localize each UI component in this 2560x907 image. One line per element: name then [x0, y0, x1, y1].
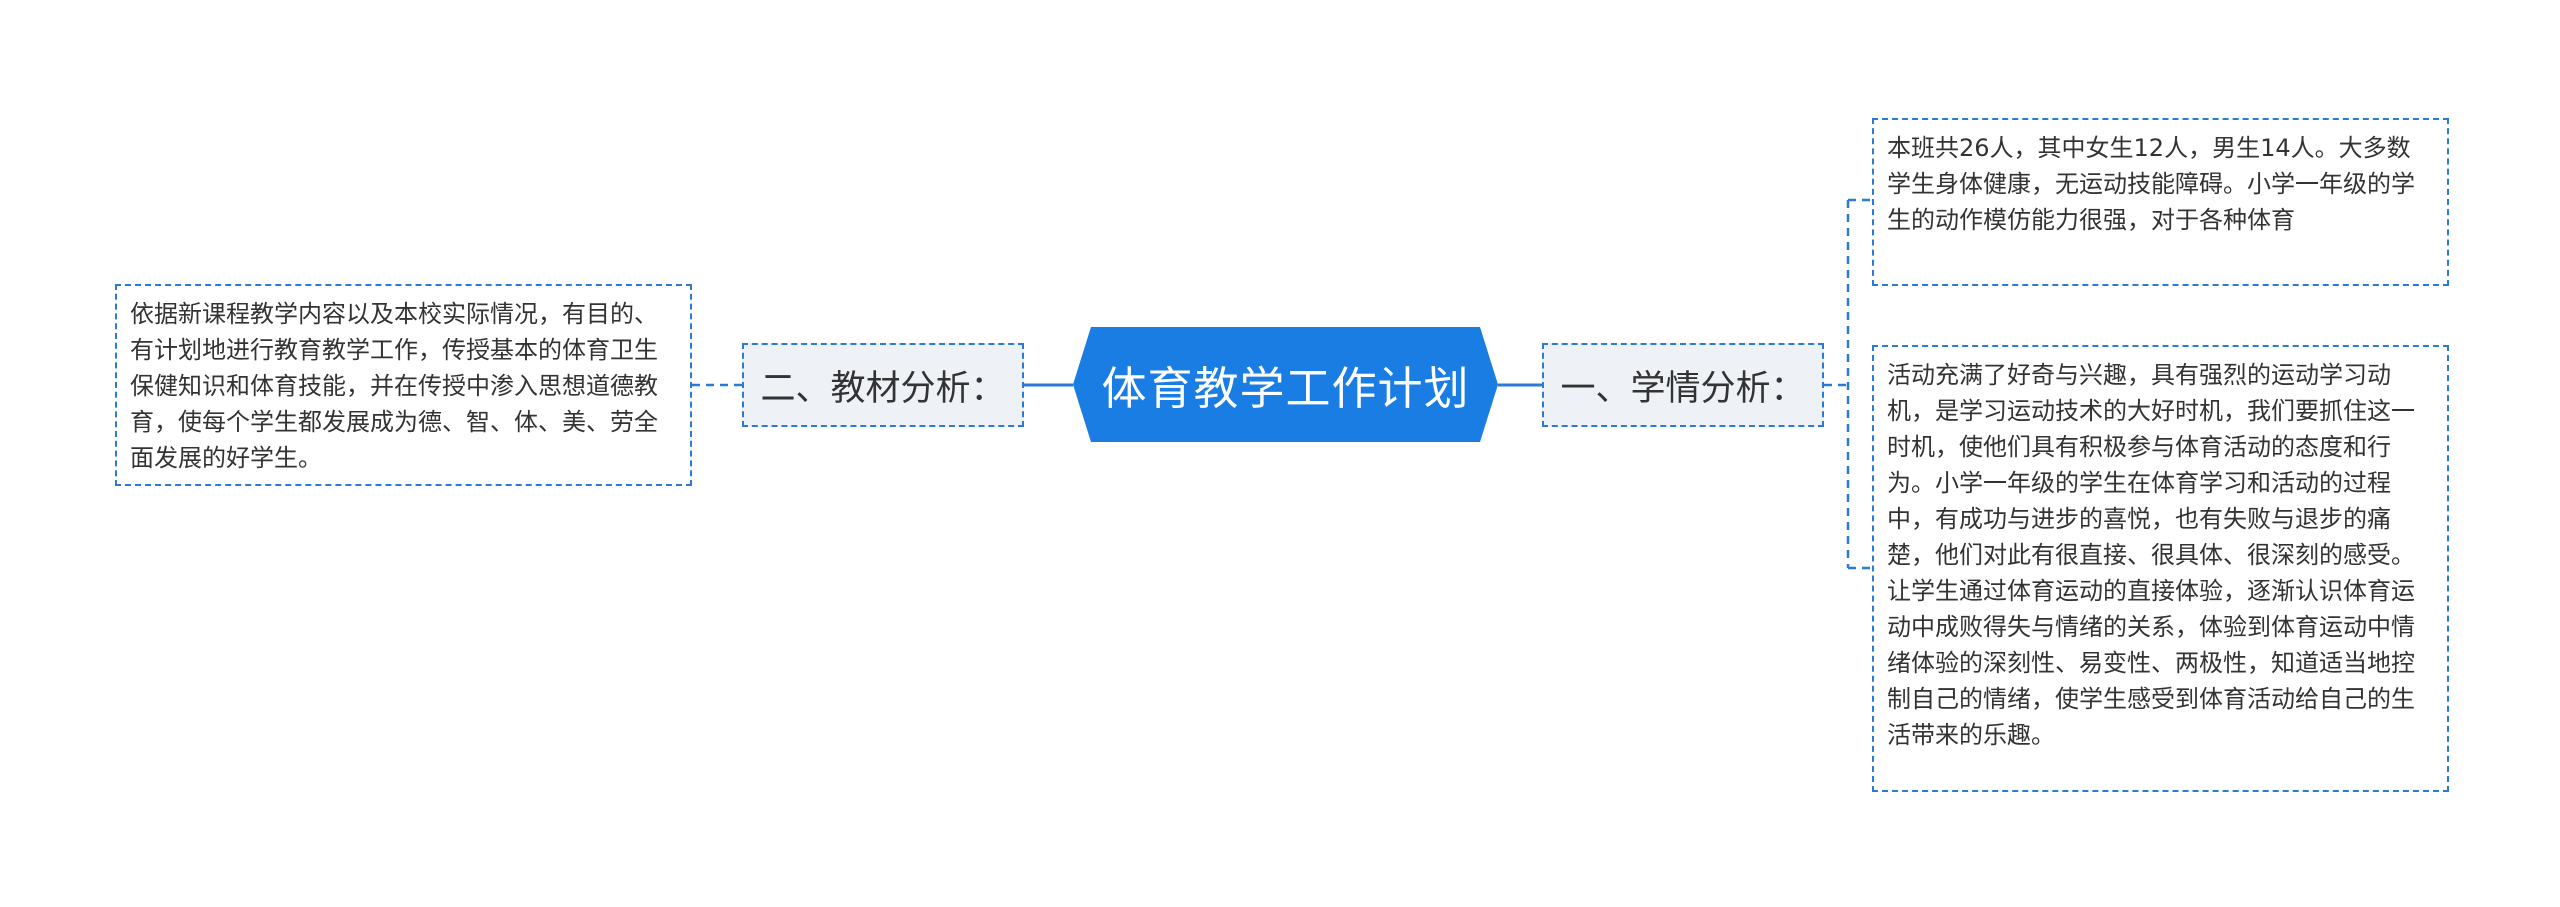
branch-node-textbook-analysis[interactable]: 二、教材分析：	[742, 343, 1024, 427]
leaf-node-student-analysis-1[interactable]: 本班共26人，其中女生12人，男生14人。大多数学生身体健康，无运动技能障碍。小…	[1872, 118, 2449, 286]
leaf-node-textbook-analysis[interactable]: 依据新课程教学内容以及本校实际情况，有目的、有计划地进行教育教学工作，传授基本的…	[115, 284, 692, 486]
leaf-node-student-analysis-2[interactable]: 活动充满了好奇与兴趣，具有强烈的运动学习动机，是学习运动技术的大好时机，我们要抓…	[1872, 345, 2449, 792]
root-node[interactable]: 体育教学工作计划	[1073, 327, 1498, 442]
root-node-label: 体育教学工作计划	[1101, 362, 1470, 415]
branch-label: 一、学情分析：	[1560, 368, 1806, 409]
leaf-text: 活动充满了好奇与兴趣，具有强烈的运动学习动机，是学习运动技术的大好时机，我们要抓…	[1887, 361, 2415, 749]
leaf-text: 依据新课程教学内容以及本校实际情况，有目的、有计划地进行教育教学工作，传授基本的…	[130, 300, 658, 472]
branch-label: 二、教材分析：	[760, 368, 1006, 409]
leaf-text: 本班共26人，其中女生12人，男生14人。大多数学生身体健康，无运动技能障碍。小…	[1887, 134, 2415, 234]
root-node-shape	[1073, 327, 1498, 442]
branch-node-student-analysis[interactable]: 一、学情分析：	[1542, 343, 1824, 427]
